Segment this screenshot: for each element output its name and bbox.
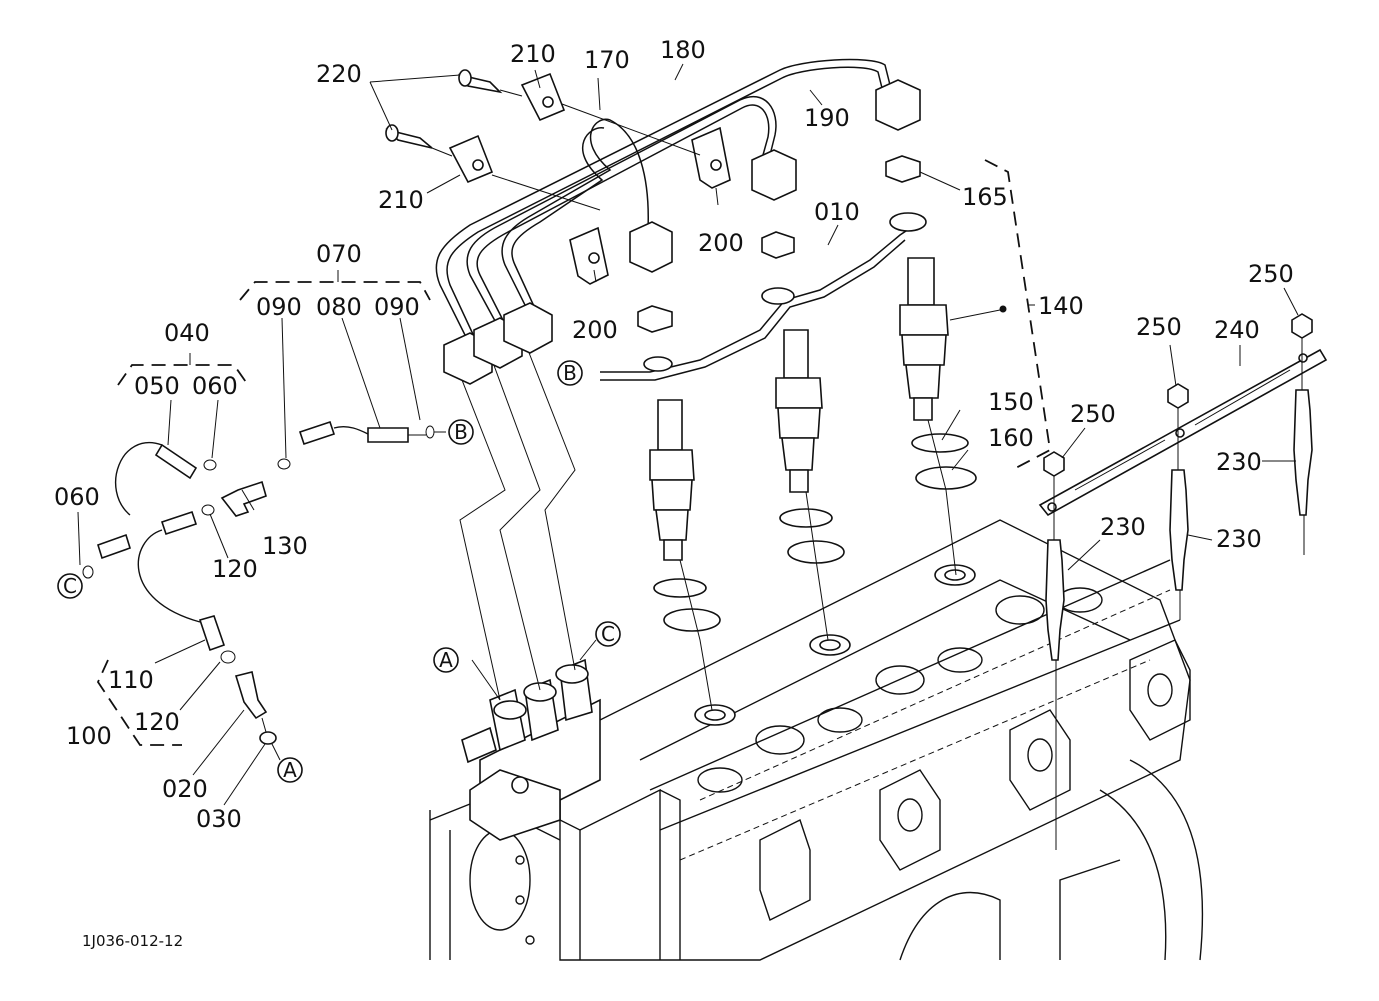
label-250-mid: 250 — [1136, 313, 1182, 341]
label-060-top: 060 — [192, 372, 238, 400]
label-230-mid: 230 — [1216, 525, 1262, 553]
label-080: 080 — [316, 293, 362, 321]
part-labels: 220 210 210 170 180 190 200 200 010 165 … — [54, 36, 1294, 833]
injection-pump-outlets — [461, 658, 601, 841]
label-140: 140 — [1038, 292, 1084, 320]
label-070: 070 — [316, 240, 362, 268]
clamps-and-bolts — [385, 69, 731, 285]
label-190: 190 — [804, 104, 850, 132]
label-160: 160 — [988, 424, 1034, 452]
label-220: 220 — [316, 60, 362, 88]
marker-c-label: C — [63, 574, 77, 598]
bracket-140 — [984, 159, 1051, 471]
label-090-left: 090 — [256, 293, 302, 321]
label-230-left: 230 — [1100, 513, 1146, 541]
label-leaders — [77, 63, 1299, 806]
label-150: 150 — [988, 388, 1034, 416]
label-210-top: 210 — [510, 40, 556, 68]
injection-pipes — [435, 58, 916, 381]
marker-c-pump: C — [595, 621, 621, 647]
label-010: 010 — [814, 198, 860, 226]
label-060-left: 060 — [54, 483, 100, 511]
label-180: 180 — [660, 36, 706, 64]
label-050: 050 — [134, 372, 180, 400]
marker-b-label: B — [563, 361, 577, 385]
marker-a-pump: A — [433, 647, 459, 673]
marker-b-right: B — [448, 419, 474, 445]
glow-plug-lead-240 — [1038, 348, 1328, 517]
label-020: 020 — [162, 775, 208, 803]
label-170: 170 — [584, 46, 630, 74]
label-250-right: 250 — [1248, 260, 1294, 288]
label-110: 110 — [108, 666, 154, 694]
label-200-right: 200 — [698, 229, 744, 257]
marker-a-label: A — [439, 648, 453, 672]
label-120-bottom: 120 — [134, 708, 180, 736]
label-030: 030 — [196, 805, 242, 833]
label-200-left: 200 — [572, 316, 618, 344]
label-165: 165 — [962, 183, 1008, 211]
glow-plugs-230 — [1045, 389, 1313, 850]
group-brackets — [96, 270, 431, 746]
nozzle-holder-middle — [761, 231, 845, 641]
label-100: 100 — [66, 722, 112, 750]
label-210-bottom: 210 — [378, 186, 424, 214]
nozzle-holder-right — [885, 155, 1007, 576]
marker-a-left: A — [277, 757, 303, 783]
label-130: 130 — [262, 532, 308, 560]
glow-plug-nuts-250 — [1043, 313, 1313, 540]
label-090-right: 090 — [374, 293, 420, 321]
label-230-right: 230 — [1216, 448, 1262, 476]
label-120-top: 120 — [212, 555, 258, 583]
nozzle-holder-left — [637, 305, 721, 711]
marker-b-left: B — [557, 360, 583, 386]
figure-code: 1J036-012-12 — [82, 932, 183, 950]
label-240: 240 — [1214, 316, 1260, 344]
reference-markers: B B C C A A — [57, 360, 621, 783]
pipe-routing-leaders — [459, 339, 576, 701]
marker-a-label: A — [283, 758, 297, 782]
label-040: 040 — [164, 319, 210, 347]
overflow-hose-assembly — [82, 420, 446, 761]
marker-c-label: C — [601, 622, 615, 646]
marker-c-left: C — [57, 573, 83, 599]
marker-b-label: B — [454, 420, 468, 444]
pipe-nuts — [443, 79, 921, 385]
label-250-left: 250 — [1070, 400, 1116, 428]
